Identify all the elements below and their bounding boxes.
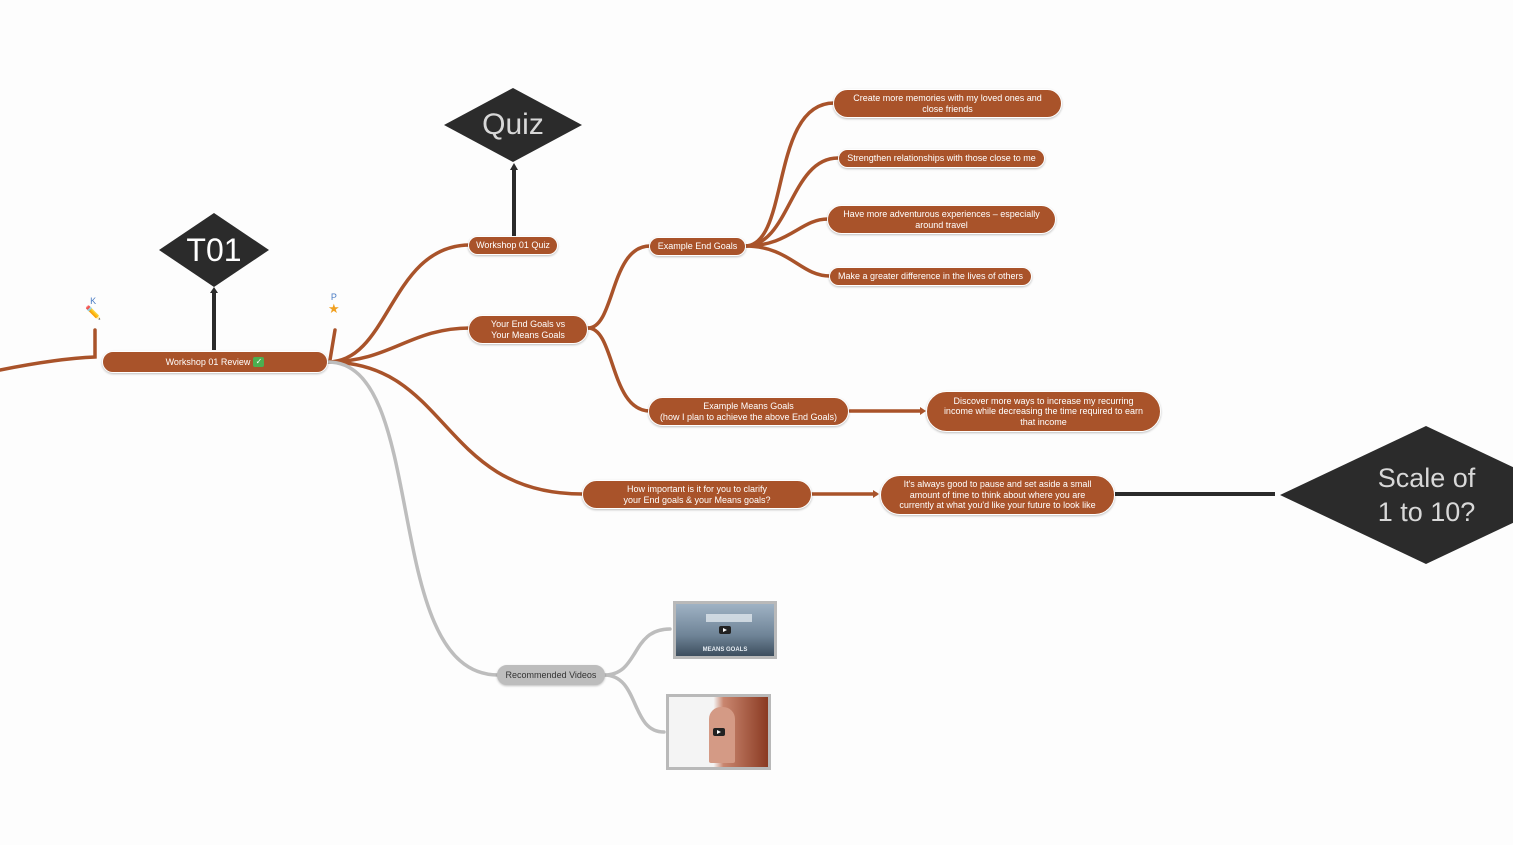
marker-k[interactable]: K ✏️ (85, 296, 101, 319)
connector-exampleend-end4 (743, 244, 832, 278)
t01-diamond-shape (159, 213, 269, 287)
arrowhead-means (920, 407, 926, 415)
end-goal-1-node[interactable]: Create more memories with my loved ones … (833, 89, 1062, 118)
connector-root-endvsmeans (326, 326, 472, 364)
quiz-diamond-shape (444, 88, 582, 162)
end-vs-means-node[interactable]: Your End Goals vs Your Means Goals (468, 315, 588, 344)
arrowhead-quiz (510, 163, 518, 170)
scale-diamond[interactable]: Scale of 1 to 10? (1280, 426, 1513, 564)
root-node[interactable]: Workshop 01 Review ✓ (102, 351, 328, 373)
quiz-diamond[interactable]: Quiz (444, 88, 582, 162)
root-node-label: Workshop 01 Review (165, 356, 251, 367)
video-thumbnail-1[interactable]: MEANS GOALS (673, 601, 777, 659)
connector-root-right-marker (328, 328, 337, 362)
importance-answer-node[interactable]: It's always good to pause and set aside … (880, 475, 1115, 515)
connector-endvsmeans-examplemeans (586, 326, 652, 413)
connector-exampleend-end3 (743, 217, 830, 248)
scale-diamond-shape (1280, 426, 1513, 564)
check-icon: ✓ (253, 357, 265, 367)
video-thumbnail-2[interactable] (666, 694, 771, 770)
connector-root-videos (326, 360, 500, 677)
video-1-caption: MEANS GOALS (702, 647, 748, 653)
play-icon (719, 626, 731, 634)
connector-videos-video2 (602, 673, 666, 734)
means-goal-1-node[interactable]: Discover more ways to increase my recurr… (926, 391, 1161, 432)
recommended-videos-node[interactable]: Recommended Videos (497, 665, 605, 685)
example-end-goals-node[interactable]: Example End Goals (649, 237, 746, 256)
quiz-link-node[interactable]: Workshop 01 Quiz (468, 236, 558, 255)
example-means-goals-node[interactable]: Example Means Goals (how I plan to achie… (648, 397, 849, 426)
marker-p[interactable]: P ★ (328, 292, 340, 315)
connector-exampleend-end1 (743, 101, 836, 248)
connector-root-quizlink (326, 243, 472, 364)
marker-p-letter: P (330, 292, 337, 302)
play-icon (712, 728, 725, 736)
connector-endvsmeans-exampleend (586, 244, 652, 330)
pencil-icon: ✏️ (85, 305, 102, 320)
t01-diamond[interactable]: T01 (159, 213, 269, 287)
t01-diamond-label: T01 (186, 231, 242, 268)
end-goal-4-node[interactable]: Make a greater difference in the lives o… (829, 267, 1032, 286)
connector-root-left (0, 328, 97, 372)
scale-diamond-label: Scale of 1 to 10? (1377, 463, 1476, 527)
end-goal-2-node[interactable]: Strengthen relationships with those clos… (838, 149, 1045, 168)
arrowhead-answer (873, 490, 879, 498)
marker-k-letter: K (90, 296, 97, 306)
arrowhead-t01 (210, 287, 218, 293)
connector-exampleend-end2 (743, 156, 840, 248)
quiz-diamond-label: Quiz (482, 108, 544, 141)
star-icon: ★ (328, 301, 340, 316)
importance-question-node[interactable]: How important is it for you to clarify y… (582, 480, 812, 509)
end-goal-3-node[interactable]: Have more adventurous experiences – espe… (827, 205, 1056, 234)
video-1-title-bar (706, 614, 752, 622)
connector-videos-video1 (602, 627, 672, 677)
connector-root-importance (326, 360, 584, 496)
